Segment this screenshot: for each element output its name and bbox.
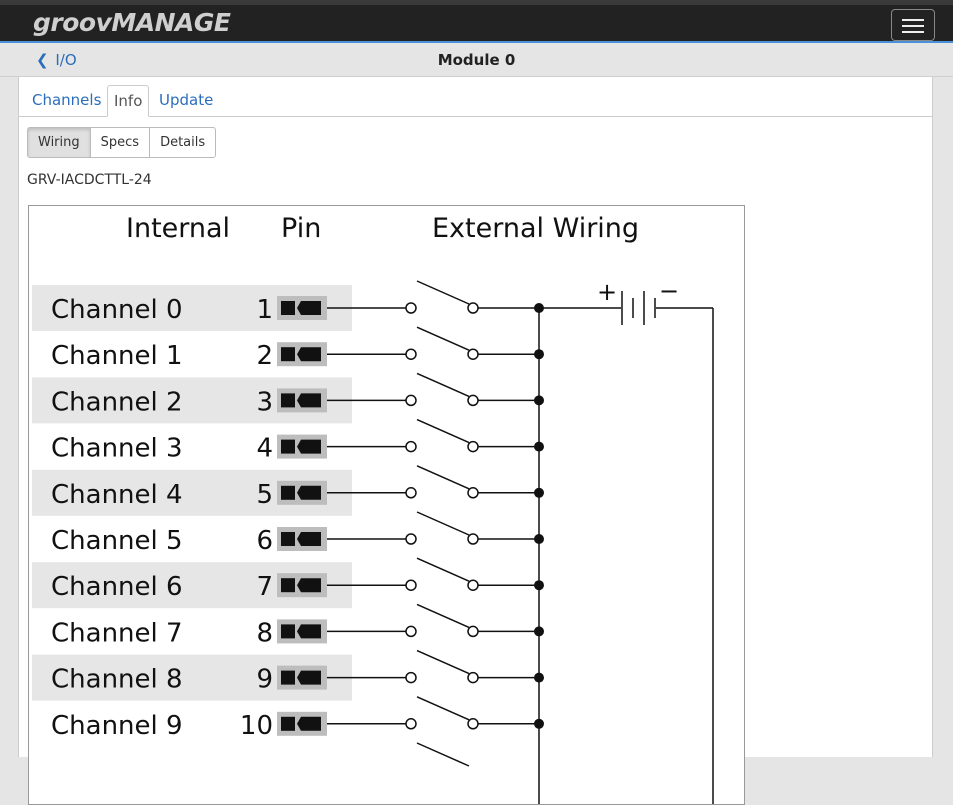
switch-contact — [405, 302, 417, 314]
page-title: Module 0 — [437, 51, 516, 69]
terminal-square — [281, 439, 295, 454]
switch-contact — [467, 394, 479, 407]
tab-update[interactable]: Update — [159, 91, 214, 109]
switch-contact — [467, 440, 479, 453]
channel-label: Channel 6 — [51, 572, 183, 602]
header-pin: Pin — [281, 213, 321, 244]
channel-label: Channel 1 — [51, 341, 183, 371]
terminal-square — [281, 485, 295, 500]
channel-label: Channel 3 — [51, 434, 183, 464]
terminal-square — [281, 578, 295, 593]
terminal-screw — [297, 347, 321, 362]
terminal-square — [281, 347, 295, 362]
pin-number: 1 — [256, 295, 273, 325]
tab-info[interactable]: Info — [107, 85, 150, 117]
switch-blade — [416, 326, 470, 351]
switch-contact — [467, 671, 479, 684]
channel-label: Channel 9 — [51, 711, 183, 741]
switch-blade — [416, 557, 470, 582]
channel-label: Channel 8 — [51, 665, 183, 695]
subtab-specs[interactable]: Specs — [89, 127, 151, 158]
channel-label: Channel 0 — [51, 295, 183, 325]
header-external-wiring: External Wiring — [432, 213, 639, 244]
channel-label: Channel 4 — [51, 480, 183, 510]
switch-contact — [405, 718, 417, 730]
pin-number: 8 — [256, 618, 273, 648]
switch-contact — [405, 579, 417, 591]
switch-contact — [467, 579, 479, 591]
switch-contact — [467, 718, 479, 730]
switch-blade — [416, 742, 470, 767]
switch-blade — [416, 280, 470, 305]
switch-contact — [467, 487, 479, 499]
main-panel: Channels Info Update Wiring Specs Detail… — [18, 77, 933, 805]
tab-bar: Channels Info Update — [19, 77, 932, 117]
switch-contact — [405, 533, 417, 545]
battery-minus-sign: − — [659, 277, 679, 305]
switch-contact — [405, 440, 417, 453]
terminal-screw — [297, 716, 321, 731]
switch-contact — [405, 625, 417, 638]
pin-number: 4 — [256, 434, 273, 464]
terminal-square — [281, 624, 295, 639]
pin-number: 9 — [256, 665, 273, 695]
channel-label: Channel 5 — [51, 526, 183, 556]
pin-number: 3 — [256, 387, 273, 417]
pin-number: 6 — [256, 526, 273, 556]
switch-contact — [467, 302, 479, 314]
channel-label: Channel 2 — [51, 387, 183, 417]
switch-blade — [416, 372, 470, 398]
tab-channels[interactable]: Channels — [32, 91, 102, 109]
switch-contact — [405, 348, 417, 360]
header-internal: Internal — [126, 213, 230, 244]
terminal-screw — [297, 301, 321, 315]
switch-contact — [405, 671, 417, 684]
switch-contact — [467, 533, 479, 545]
terminal-square — [281, 301, 295, 315]
switch-blade — [416, 511, 470, 536]
terminal-screw — [297, 485, 321, 500]
terminal-square — [281, 532, 295, 546]
hamburger-menu-button[interactable] — [891, 9, 935, 41]
info-subtab-group: Wiring Specs Details — [27, 127, 217, 159]
terminal-screw — [297, 393, 321, 408]
channel-label: Channel 7 — [51, 618, 183, 648]
switch-contact — [467, 348, 479, 360]
pin-number: 10 — [240, 711, 273, 741]
chevron-left-icon: ❮ — [36, 51, 49, 69]
switch-blade — [416, 603, 470, 629]
hamburger-icon-bar — [902, 25, 924, 27]
pin-number: 7 — [256, 572, 273, 602]
subtab-details[interactable]: Details — [149, 127, 217, 158]
terminal-square — [281, 393, 295, 408]
switch-blade — [416, 696, 470, 721]
pin-number: 2 — [256, 341, 273, 371]
terminal-screw — [297, 439, 321, 454]
subtab-wiring[interactable]: Wiring — [27, 127, 91, 158]
switch-contact — [405, 487, 417, 499]
app-logo[interactable]: groovMANAGE — [33, 8, 231, 37]
terminal-screw — [297, 670, 321, 685]
back-link-label: I/O — [55, 51, 77, 69]
terminal-square — [281, 670, 295, 685]
top-navbar: groovMANAGE — [0, 0, 953, 43]
switch-blade — [416, 649, 470, 675]
terminal-screw — [297, 578, 321, 593]
terminal-screw — [297, 624, 321, 639]
hamburger-icon-bar — [902, 19, 924, 21]
pin-number: 5 — [256, 480, 273, 510]
terminal-square — [281, 716, 295, 731]
switch-blade — [416, 465, 470, 490]
module-model: GRV-IACDCTTL-24 — [27, 172, 152, 188]
switch-contact — [467, 625, 479, 638]
switch-blade — [416, 418, 470, 444]
hamburger-icon-bar — [902, 31, 924, 33]
back-link[interactable]: ❮ I/O — [36, 51, 77, 69]
switch-contact — [405, 394, 417, 407]
sub-header: ❮ I/O Module 0 — [0, 43, 953, 77]
battery-plus-sign: + — [597, 278, 617, 306]
terminal-screw — [297, 532, 321, 546]
